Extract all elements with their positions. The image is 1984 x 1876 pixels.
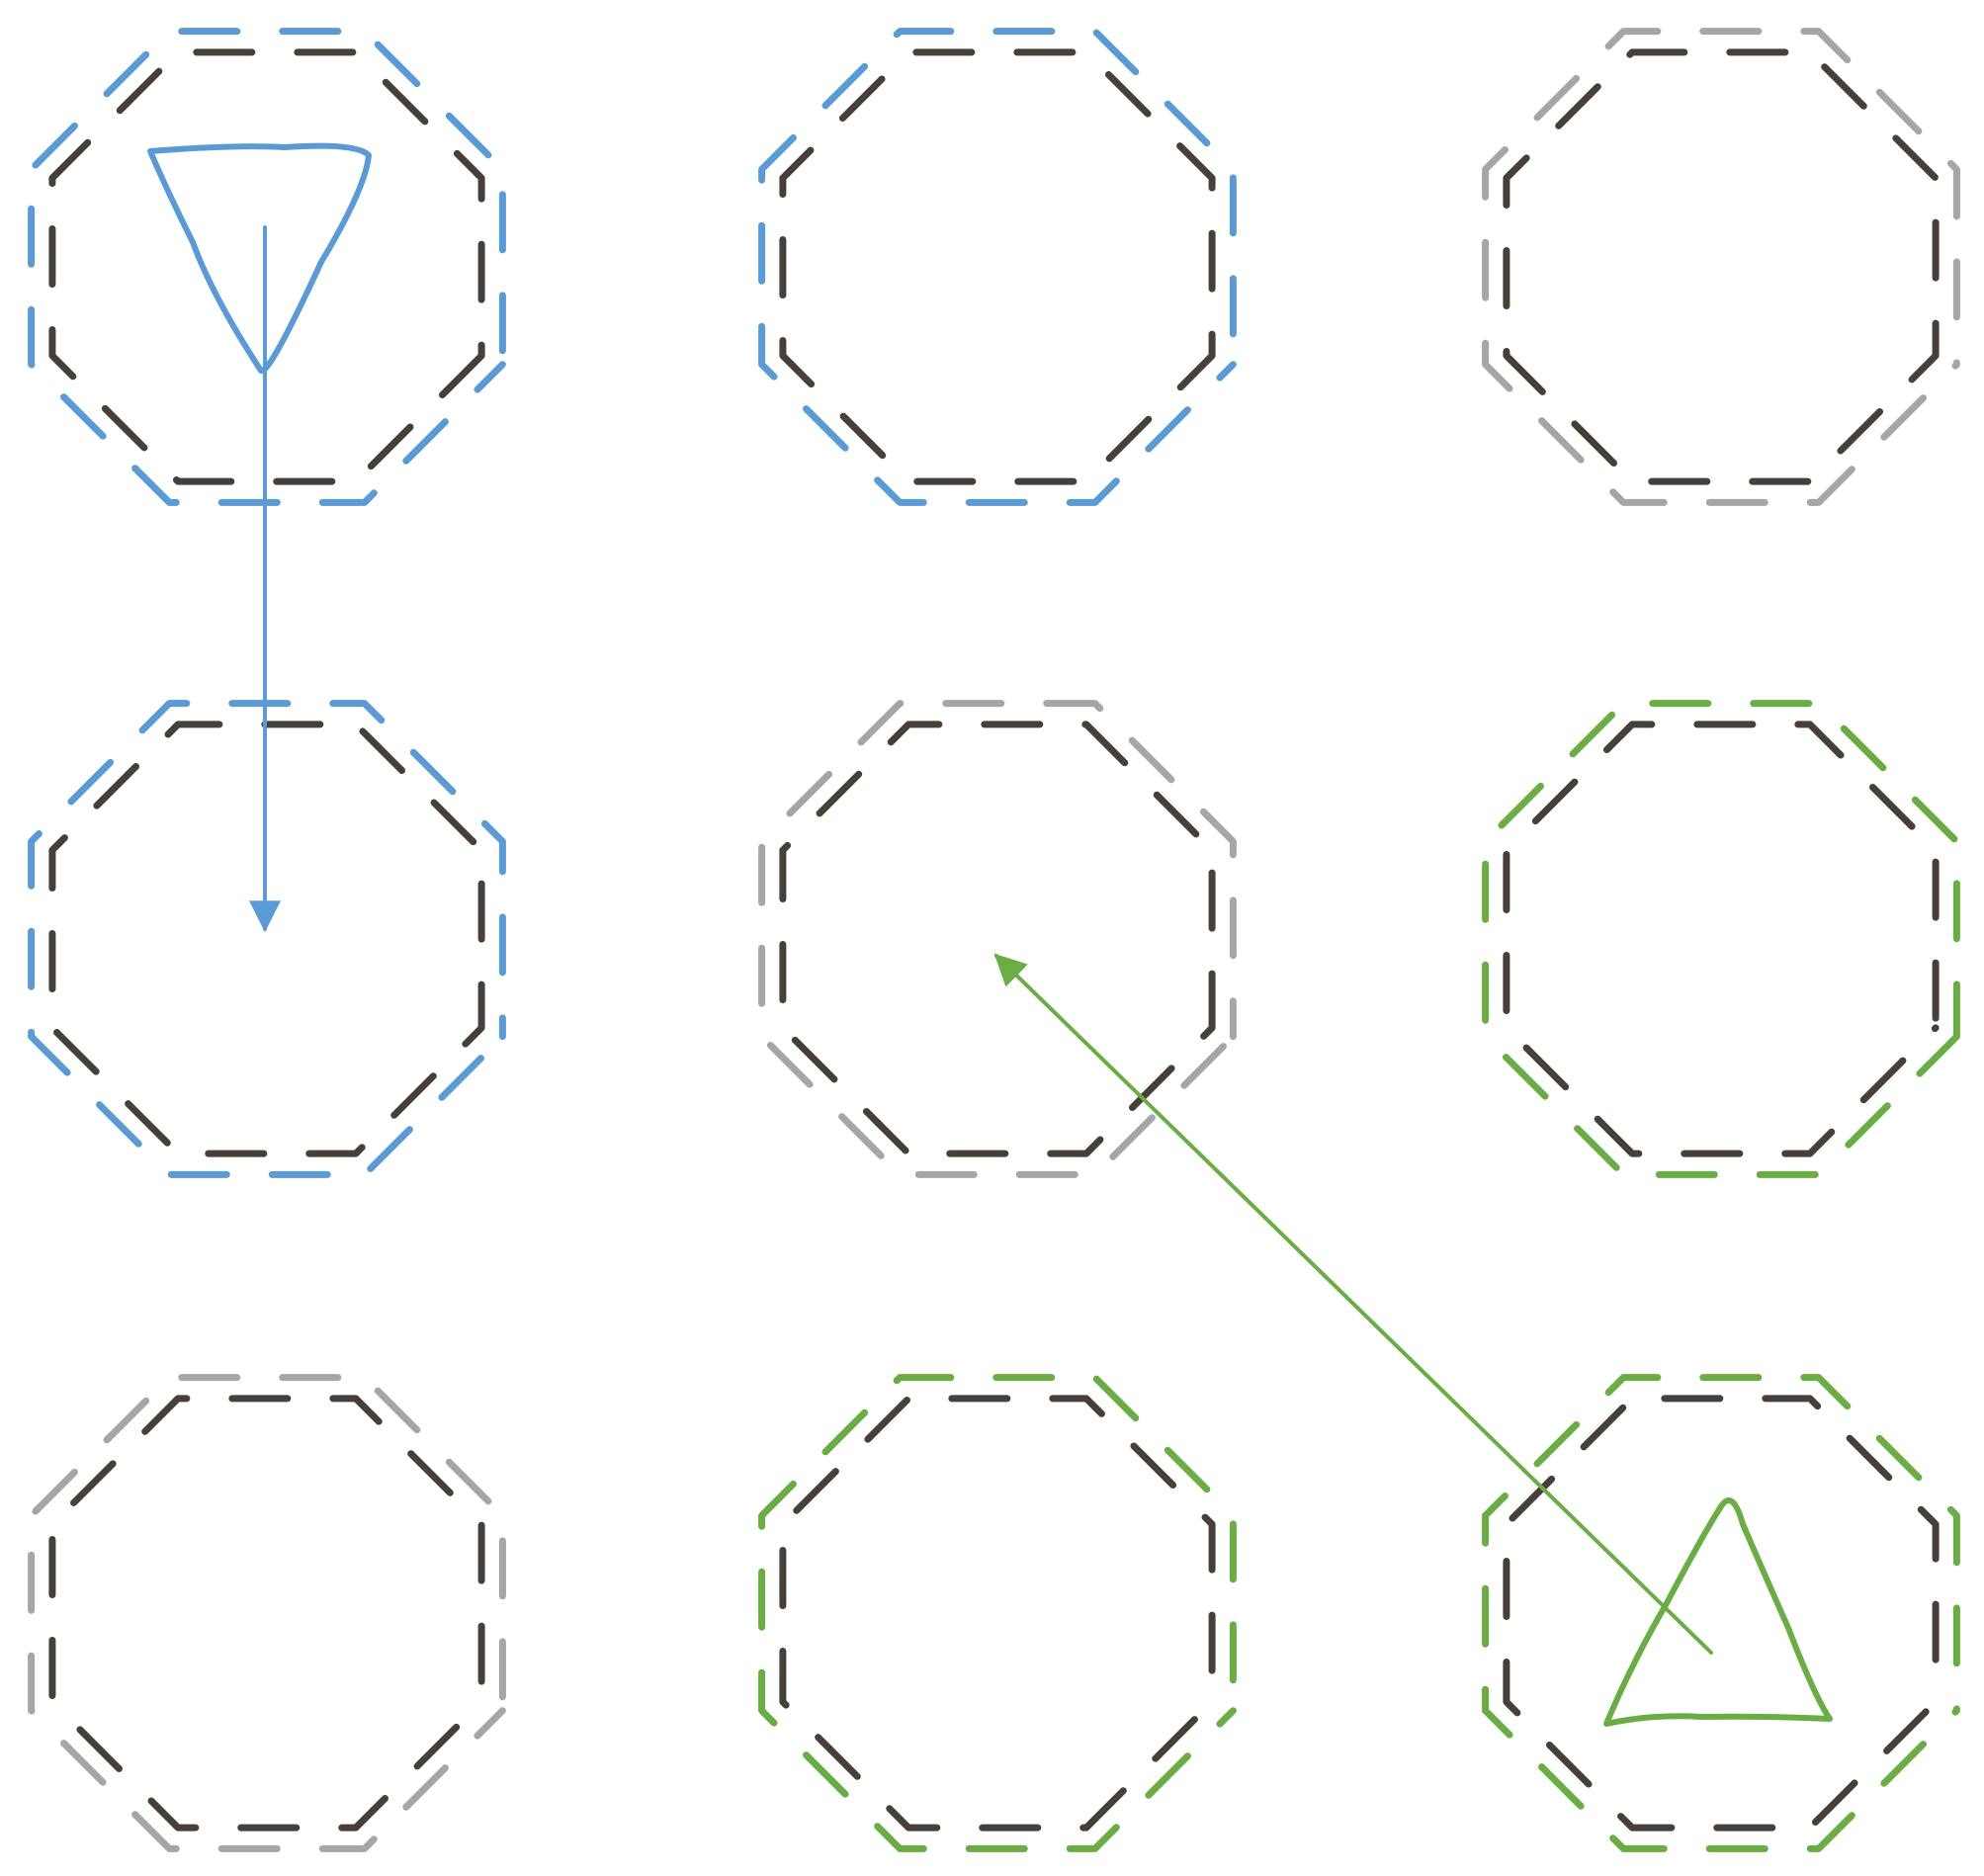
cell-inner-ring (779, 1395, 1216, 1832)
cell-outer-ring (28, 28, 506, 506)
cell-inner-ring (48, 1395, 485, 1832)
cell-inner-ring (48, 48, 485, 485)
cell-inner-ring (779, 721, 1216, 1157)
arrows-layer (249, 225, 1713, 1655)
cell-outer-ring (28, 1374, 506, 1852)
cell-inner-ring (1503, 1395, 1940, 1832)
grid-cell-r0-c0 (28, 28, 506, 506)
grid-cell-r2-c2 (1482, 1374, 1960, 1852)
cell-inner-ring (1503, 721, 1940, 1157)
cell-outer-ring (1482, 28, 1960, 506)
cell-inner-ring (779, 48, 1216, 485)
grid-cell-r0-c1 (758, 28, 1237, 506)
grid-cell-r2-c1 (758, 1374, 1237, 1852)
cell-outer-ring (1482, 1374, 1960, 1852)
cell-outer-ring (758, 28, 1237, 506)
cell-inner-ring (1503, 48, 1940, 485)
grid-cell-r2-c0 (28, 1374, 506, 1852)
cell-outer-ring (28, 700, 506, 1178)
cells-layer (28, 28, 1960, 1852)
grid-cell-r1-c1 (758, 700, 1237, 1178)
grid-cell-r1-c2 (1482, 700, 1960, 1178)
cell-outer-ring (1482, 700, 1960, 1178)
cell-outer-ring (758, 700, 1237, 1178)
grid-cell-r1-c0 (28, 700, 506, 1178)
cell-inner-ring (48, 721, 485, 1157)
down-triangle-glyph (147, 142, 372, 375)
cell-outer-ring (758, 1374, 1237, 1852)
green-arrow (993, 953, 1713, 1655)
up-triangle-glyph (1603, 1497, 1833, 1727)
grid-cell-r0-c2 (1482, 28, 1960, 506)
